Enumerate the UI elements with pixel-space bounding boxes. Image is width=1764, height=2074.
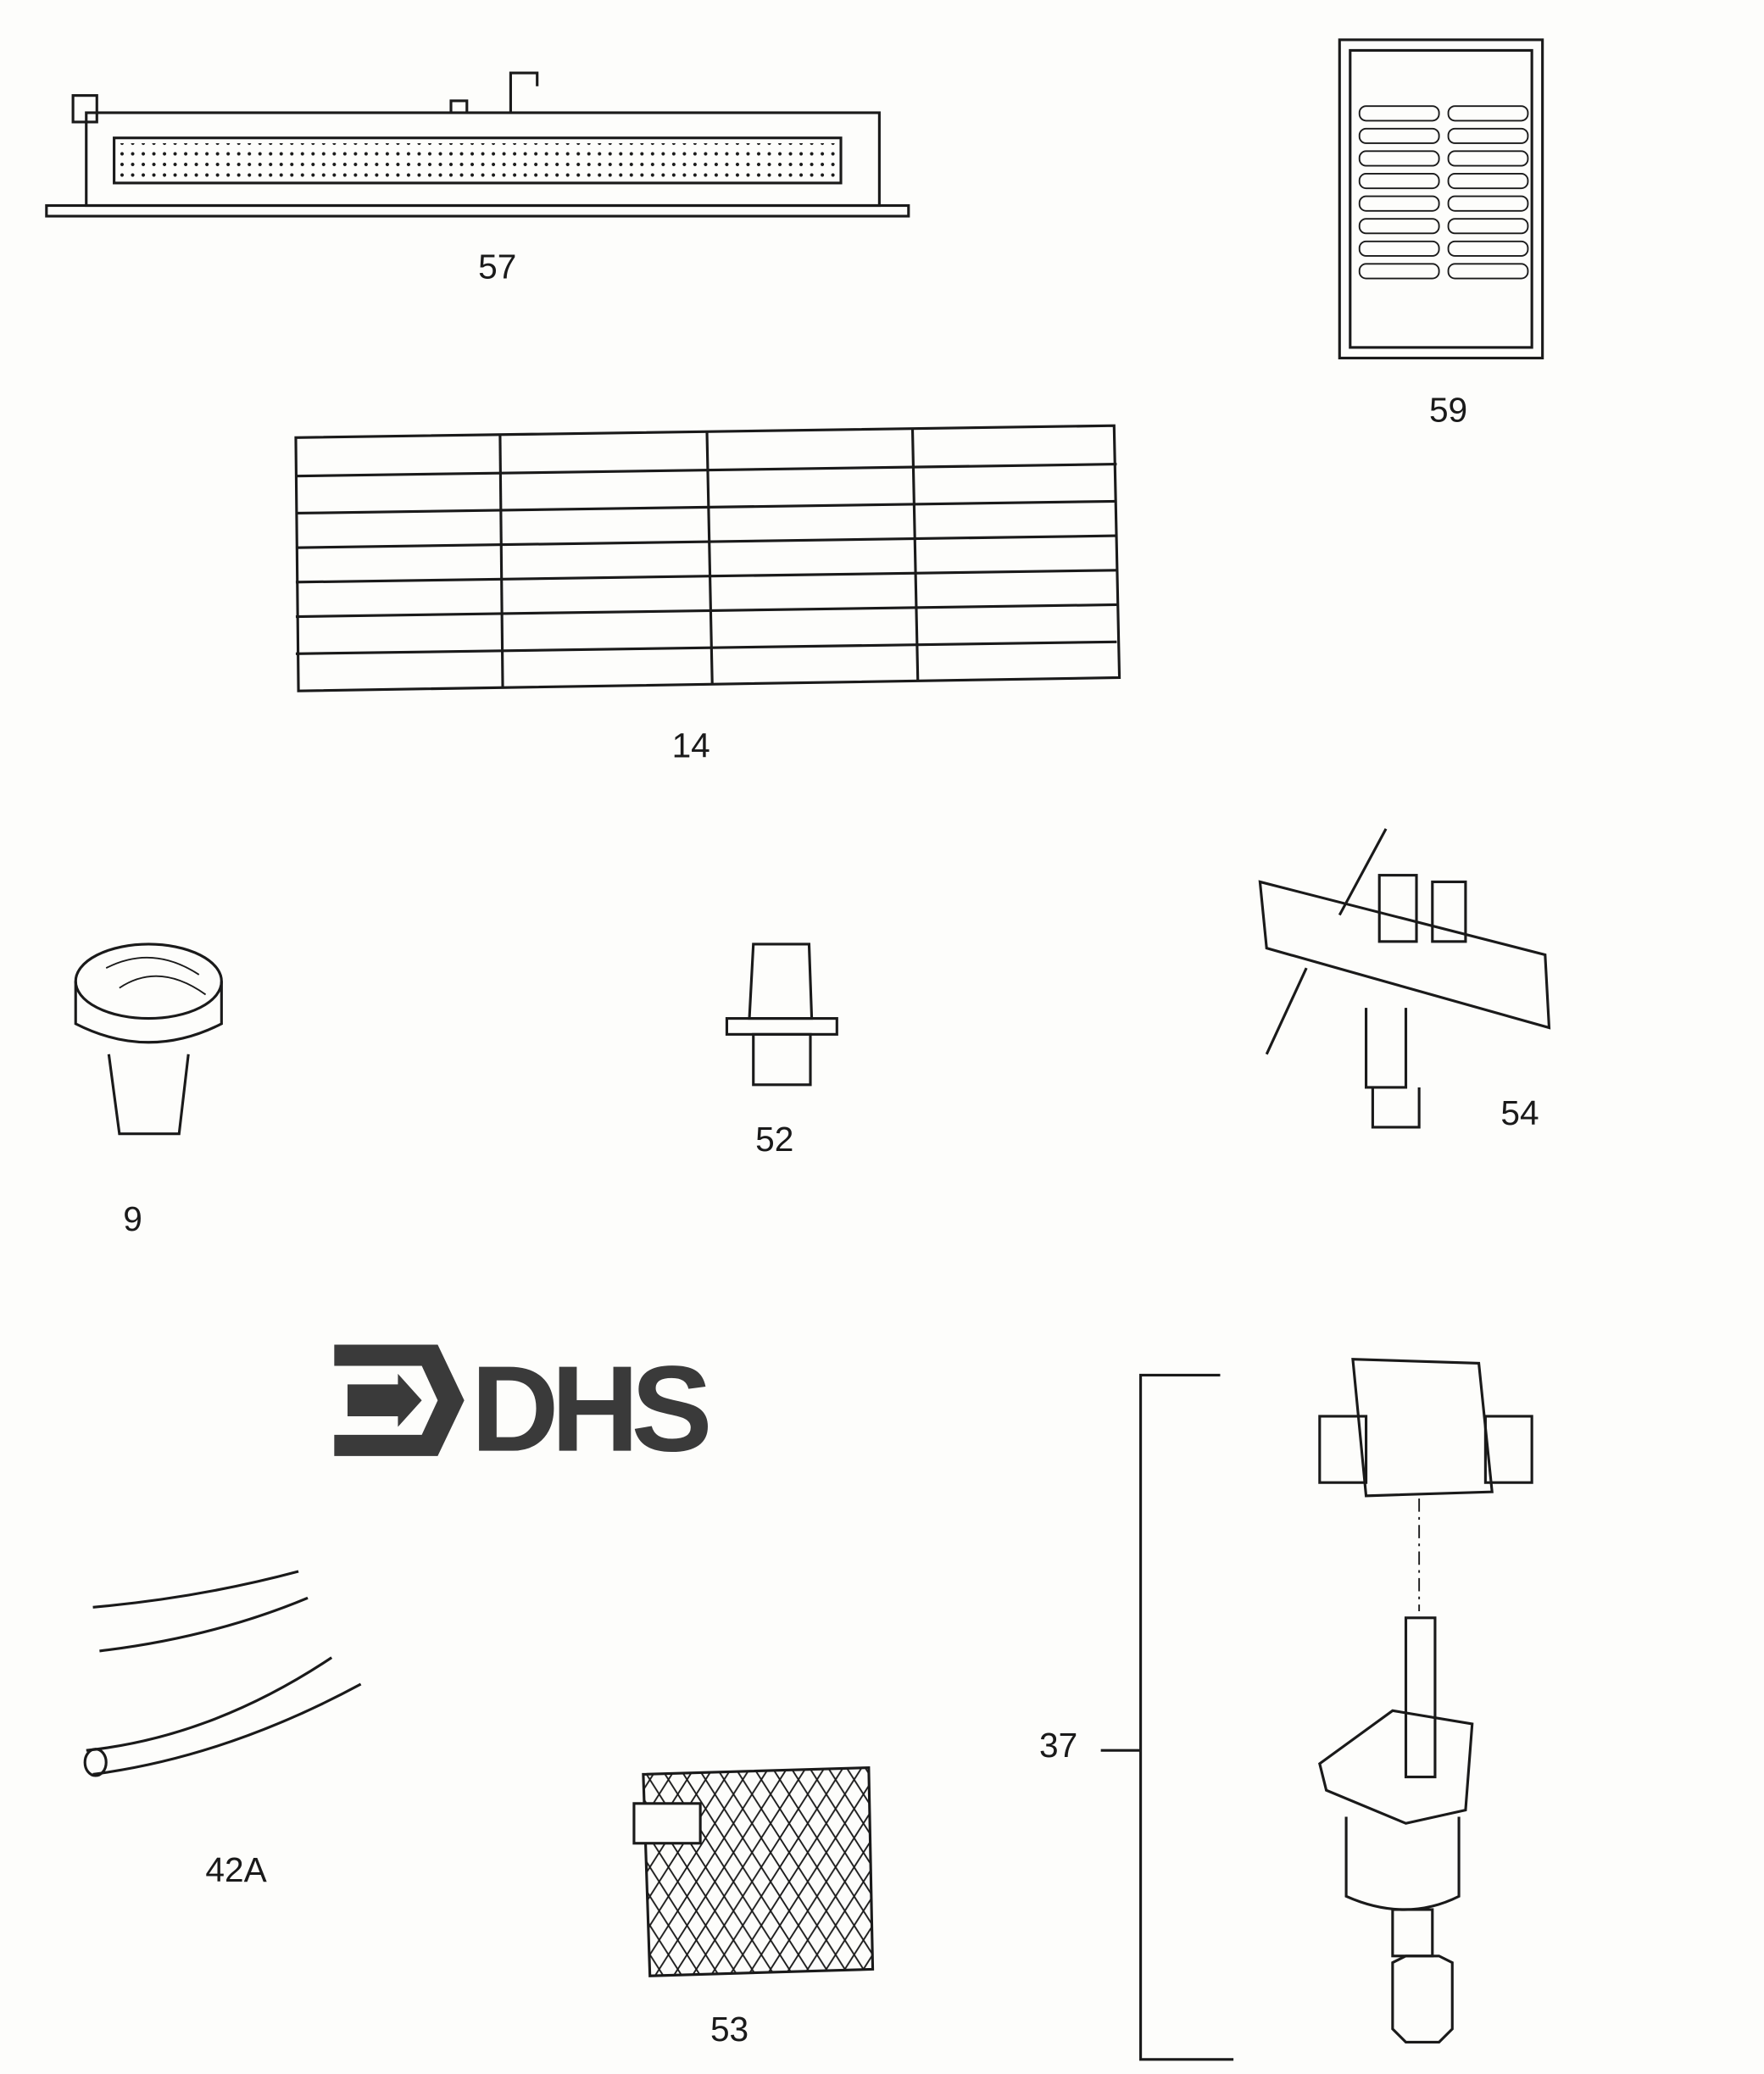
grille-slot xyxy=(1447,218,1529,235)
part-label: 53 xyxy=(710,2010,748,2049)
part-label: 42A xyxy=(205,1850,267,1889)
part-label: 14 xyxy=(672,726,710,765)
pilot-assembly-part-54: 54 xyxy=(1258,828,1551,1132)
valve-assembly-part-37: 37 xyxy=(1039,1358,1533,2061)
grille-slot xyxy=(1447,105,1529,122)
grid-line xyxy=(705,431,714,685)
logo-text: DHS xyxy=(470,1341,708,1477)
part-label: 37 xyxy=(1039,1726,1077,1765)
grid-line xyxy=(910,428,920,681)
grille-slot xyxy=(1358,173,1440,190)
orifice-part-52: 52 xyxy=(725,942,838,1159)
grille-slot xyxy=(1358,195,1440,212)
dhs-logo: DHS xyxy=(331,1341,716,1477)
grille-part-59: 59 xyxy=(1338,38,1544,430)
screen-part-53: 53 xyxy=(632,1765,875,2049)
grille-slot xyxy=(1358,150,1440,167)
grille-slot xyxy=(1447,195,1529,212)
knob-part-9: 9 xyxy=(74,942,223,1238)
part-label: 54 xyxy=(1500,1093,1539,1132)
part-label: 59 xyxy=(1429,391,1467,430)
grid-line xyxy=(295,499,1117,515)
grid-line xyxy=(295,603,1117,619)
grille-slot xyxy=(1447,127,1529,144)
grille-slot xyxy=(1358,263,1440,280)
burner-part-57: 57 xyxy=(45,71,910,286)
grille-slot xyxy=(1358,218,1440,235)
radiant-grid-part-14: 14 xyxy=(294,424,1121,765)
grille-slot xyxy=(1358,127,1440,144)
grille-slot xyxy=(1447,173,1529,190)
grille-slot xyxy=(1358,240,1440,257)
grid-line xyxy=(295,534,1117,549)
grid-line xyxy=(295,569,1117,584)
tubing-part-42a: 42A xyxy=(83,1570,362,1889)
part-label: 52 xyxy=(755,1120,793,1159)
grille-slot xyxy=(1447,150,1529,167)
grille-slot xyxy=(1447,240,1529,257)
part-label: 9 xyxy=(123,1199,142,1238)
grille-slot xyxy=(1447,263,1529,280)
grille-slot xyxy=(1358,105,1440,122)
grid-line xyxy=(295,463,1117,478)
grid-line xyxy=(295,640,1117,655)
grid-line xyxy=(498,433,504,687)
part-label: 57 xyxy=(478,247,516,286)
